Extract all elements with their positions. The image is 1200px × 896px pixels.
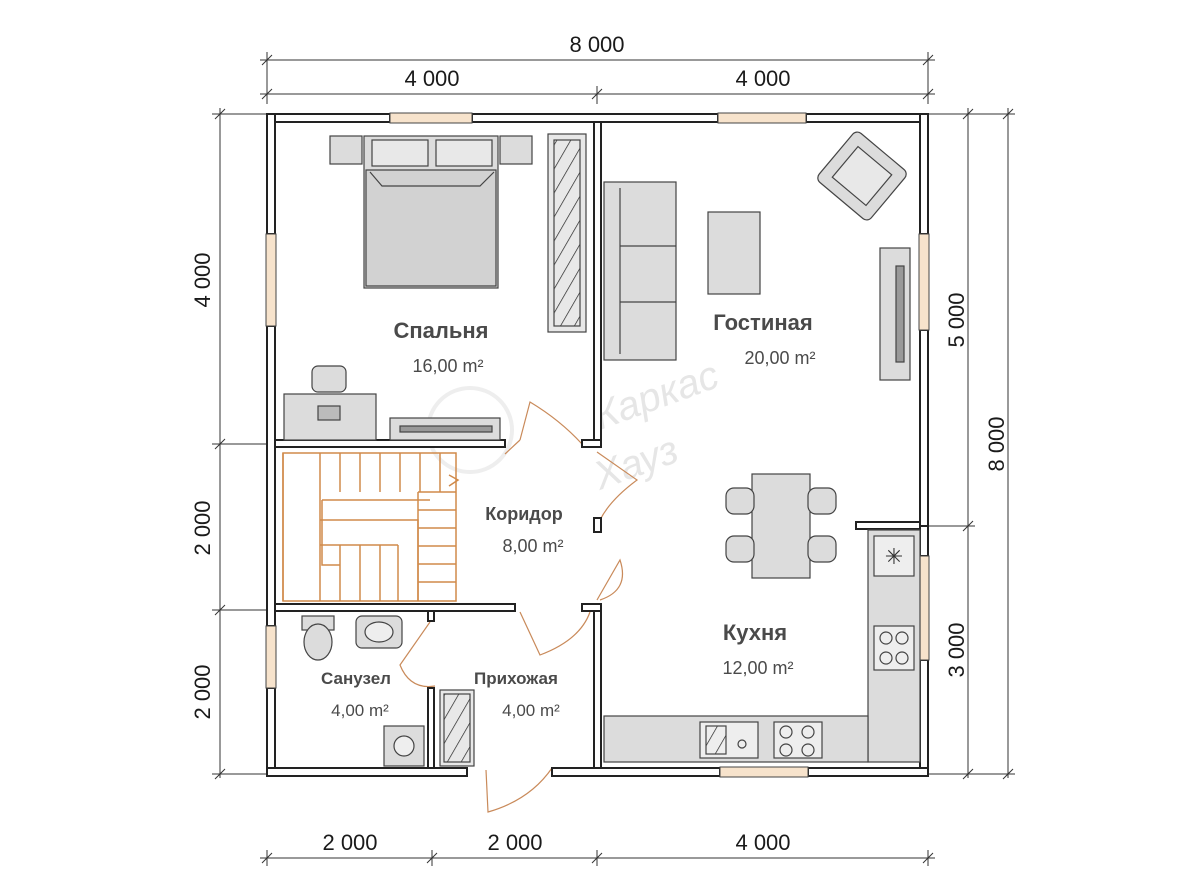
- room-name-bathroom: Санузел: [321, 669, 391, 688]
- dim-left-middle: 2 000: [190, 500, 215, 555]
- room-name-kitchen: Кухня: [723, 620, 787, 645]
- dining-chair: [725, 535, 755, 563]
- windows: [265, 112, 930, 778]
- dim-top-left: 4 000: [404, 66, 459, 91]
- dim-right-total: 8 000: [984, 416, 1009, 471]
- watermark-line1: Каркас: [588, 353, 724, 439]
- doors: [399, 401, 639, 813]
- room-name-bedroom: Спальня: [393, 318, 488, 343]
- dim-bottom-2: 2 000: [487, 830, 542, 855]
- dining-chair: [807, 487, 837, 515]
- tv-stand: [879, 247, 911, 381]
- dim-left-upper: 4 000: [190, 252, 215, 307]
- dining-table: [751, 473, 811, 579]
- dim-top-right: 4 000: [735, 66, 790, 91]
- window-living-top: [717, 112, 807, 124]
- dim-bottom-3: 4 000: [735, 830, 790, 855]
- window-bedroom-top: [389, 112, 473, 124]
- dim-right-lower: 3 000: [944, 622, 969, 677]
- nightstand-right: [499, 135, 533, 165]
- window-bath-left: [265, 625, 277, 689]
- furniture: ✳: [283, 131, 921, 767]
- nightstand-left: [329, 135, 363, 165]
- room-area-bedroom: 16,00 m²: [412, 356, 483, 376]
- room-area-living: 20,00 m²: [744, 348, 815, 368]
- room-name-corridor: Коридор: [485, 504, 562, 524]
- staircase: [282, 452, 460, 602]
- armchair: [817, 131, 907, 221]
- room-name-hall: Прихожая: [474, 669, 558, 688]
- dim-bottom-1: 2 000: [322, 830, 377, 855]
- dimension-lines: [212, 52, 1015, 866]
- toilet: [303, 623, 333, 661]
- room-area-kitchen: 12,00 m²: [722, 658, 793, 678]
- window-living-right: [918, 233, 930, 331]
- stove-right: [873, 625, 915, 671]
- fridge: [873, 535, 915, 577]
- sofa: [603, 181, 677, 361]
- dim-top-total: 8 000: [569, 32, 624, 57]
- svg-text:✳: ✳: [885, 544, 903, 569]
- dim-right-upper: 5 000: [944, 292, 969, 347]
- chair-desk: [311, 365, 347, 393]
- dim-left-lower: 2 000: [190, 664, 215, 719]
- window-bedroom-left: [265, 233, 277, 327]
- room-area-corridor: 8,00 m²: [502, 536, 563, 556]
- coffee-table: [707, 211, 761, 295]
- room-name-living: Гостиная: [713, 310, 812, 335]
- window-kitchen-bottom: [719, 766, 809, 778]
- dining-chair: [807, 535, 837, 563]
- walls: [266, 113, 929, 777]
- dining-chair: [725, 487, 755, 515]
- room-area-hall: 4,00 m²: [502, 701, 560, 720]
- room-area-bathroom: 4,00 m²: [331, 701, 389, 720]
